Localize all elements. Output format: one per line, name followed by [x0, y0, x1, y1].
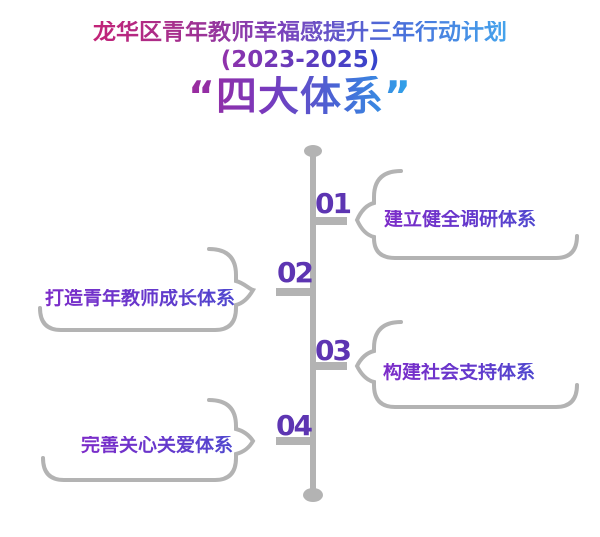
tick-02 — [276, 288, 313, 296]
step-number-03: 03 — [315, 334, 352, 367]
tick-01 — [313, 217, 347, 225]
timeline-top-cap — [304, 145, 322, 157]
timeline-spine — [310, 150, 316, 497]
bubble-label-care-system: 完善关心关爱体系 — [80, 434, 234, 456]
tick-03 — [313, 362, 347, 370]
step-number-04: 04 — [276, 409, 313, 442]
bubble-01-outline — [354, 169, 579, 260]
bubble-03-outline — [354, 320, 579, 409]
bubble-label-research-system: 建立健全调研体系 — [383, 208, 537, 230]
timeline-bottom-cap — [303, 488, 323, 502]
bubble-label-growth-system: 打造青年教师成长体系 — [44, 287, 236, 309]
page-subtitle: (2023-2025) — [220, 47, 380, 73]
bubble-02-outline — [38, 247, 257, 332]
bubble-04-outline — [41, 398, 256, 482]
headline-four-systems: “四大体系” — [188, 72, 412, 120]
bubble-label-social-support-system: 构建社会支持体系 — [382, 361, 536, 383]
page-title: 龙华区青年教师幸福感提升三年行动计划 — [93, 19, 507, 45]
tick-04 — [276, 437, 313, 445]
step-number-02: 02 — [277, 256, 314, 289]
step-number-01: 01 — [315, 187, 352, 220]
